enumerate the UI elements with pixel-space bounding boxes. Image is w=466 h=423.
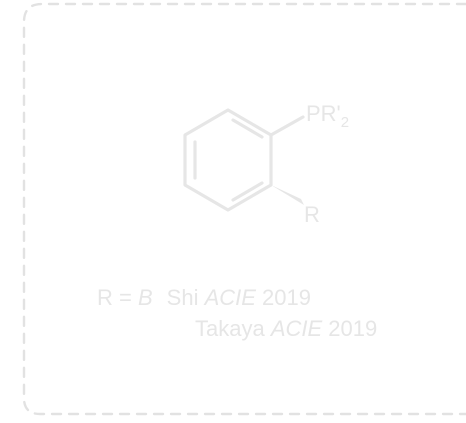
ref1-journal: ACIE xyxy=(204,285,256,310)
dashed-border xyxy=(22,2,466,416)
wedge-bond-to-r xyxy=(271,185,304,205)
r-definition-value: B xyxy=(137,285,153,310)
ref1-year: 2019 xyxy=(255,285,311,310)
r-definition-prefix: R = xyxy=(97,285,138,310)
phosphine-label: PR'2 xyxy=(306,101,349,131)
ring-outline xyxy=(183,108,273,212)
caption-line-1: R = B Shi ACIE 2019 xyxy=(97,287,311,309)
bond-to-phosphorus xyxy=(269,115,305,137)
ref1-author: Shi xyxy=(166,285,205,310)
ref2-journal: ACIE xyxy=(270,316,323,341)
ref2-author: Takaya xyxy=(195,316,271,341)
r-substituent-label: R xyxy=(304,202,320,227)
phosphine-subscript: 2 xyxy=(340,114,350,131)
ref2-year: 2019 xyxy=(322,316,378,341)
phosphine-text: PR' xyxy=(306,101,341,126)
benzene-ring xyxy=(183,108,305,212)
ring-double-bond-bottom xyxy=(231,181,264,202)
caption-line-2: Takaya ACIE 2019 xyxy=(195,318,377,340)
ring-double-bond-top xyxy=(231,118,264,139)
